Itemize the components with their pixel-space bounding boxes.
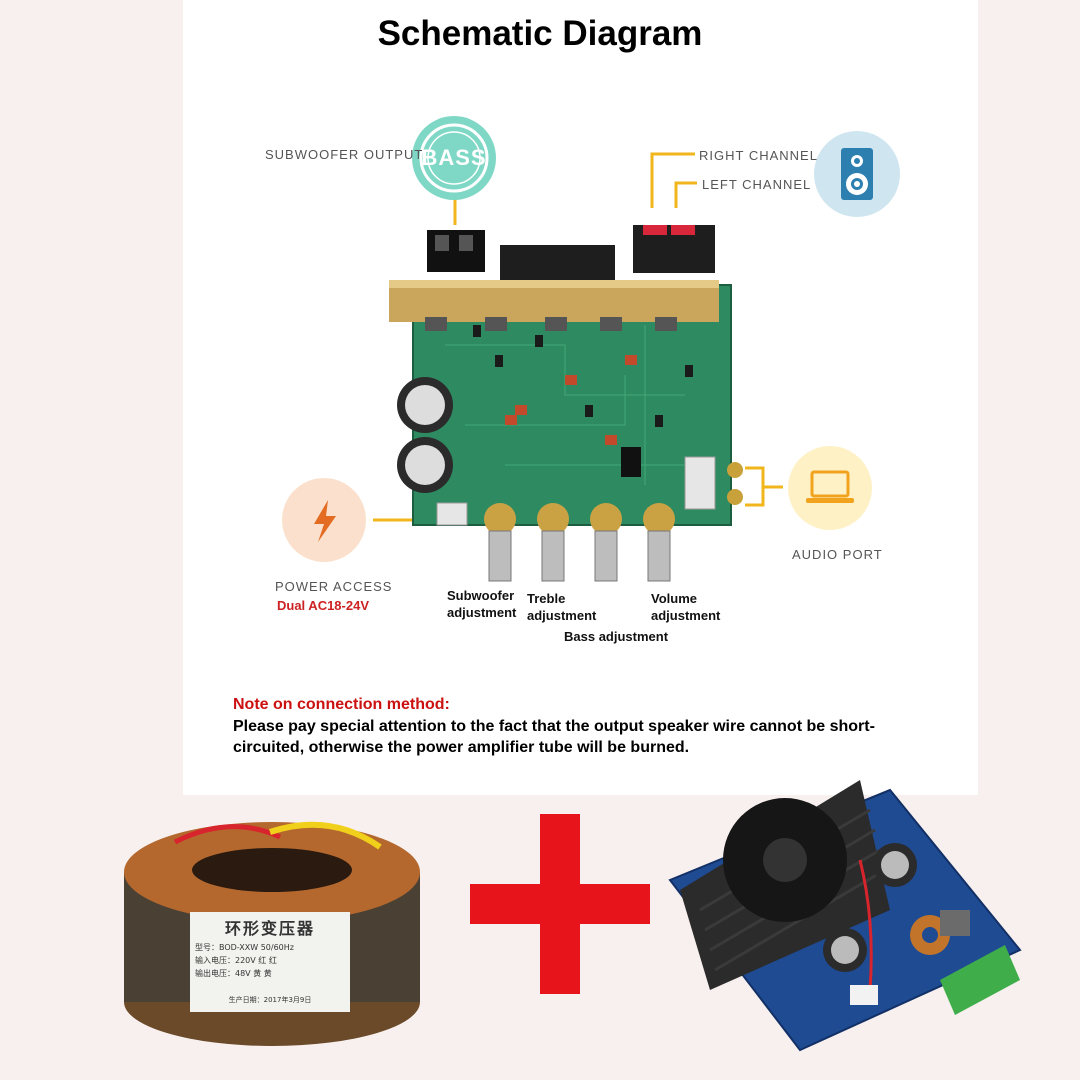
amplifier-module [660,750,1030,1070]
plus-icon [470,814,650,994]
power-access-label: POWER ACCESS [275,579,393,594]
right-channel-label: RIGHT CHANNEL [699,148,818,163]
amplifier-board [385,217,745,585]
transformer-date: 生产日期：2017年3月9日 [228,996,312,1004]
laptop-icon [788,446,872,530]
page-title: Schematic Diagram [377,14,703,53]
transformer-model: 型号：BOD-XXW 50/60Hz [195,943,294,952]
speaker-icon [814,131,900,217]
bass-badge-label: BASS [421,145,487,170]
power-spec-label: Dual AC18-24V [277,598,369,613]
bass-adjustment-label: Bass adjustment [564,629,669,644]
lightning-icon [282,478,366,562]
transformer-input: 输入电压：220V 红 红 [195,956,277,965]
subwoofer-output-label: SUBWOOFER OUTPUT [265,147,424,162]
toroidal-transformer [120,812,425,1050]
note-title: Note on connection method: [233,696,450,713]
note-body: Please pay special attention to the fact… [233,718,875,756]
audio-port-label: AUDIO PORT [792,547,883,562]
transformer-label: 环形变压器 型号：BOD-XXW 50/60Hz 输入电压：220V 红 红 输… [195,915,345,1005]
left-channel-label: LEFT CHANNEL [702,177,812,192]
bass-icon [411,115,497,201]
transformer-output: 输出电压：48V 黄 黄 [195,969,272,978]
transformer-title: 环形变压器 [224,919,315,938]
